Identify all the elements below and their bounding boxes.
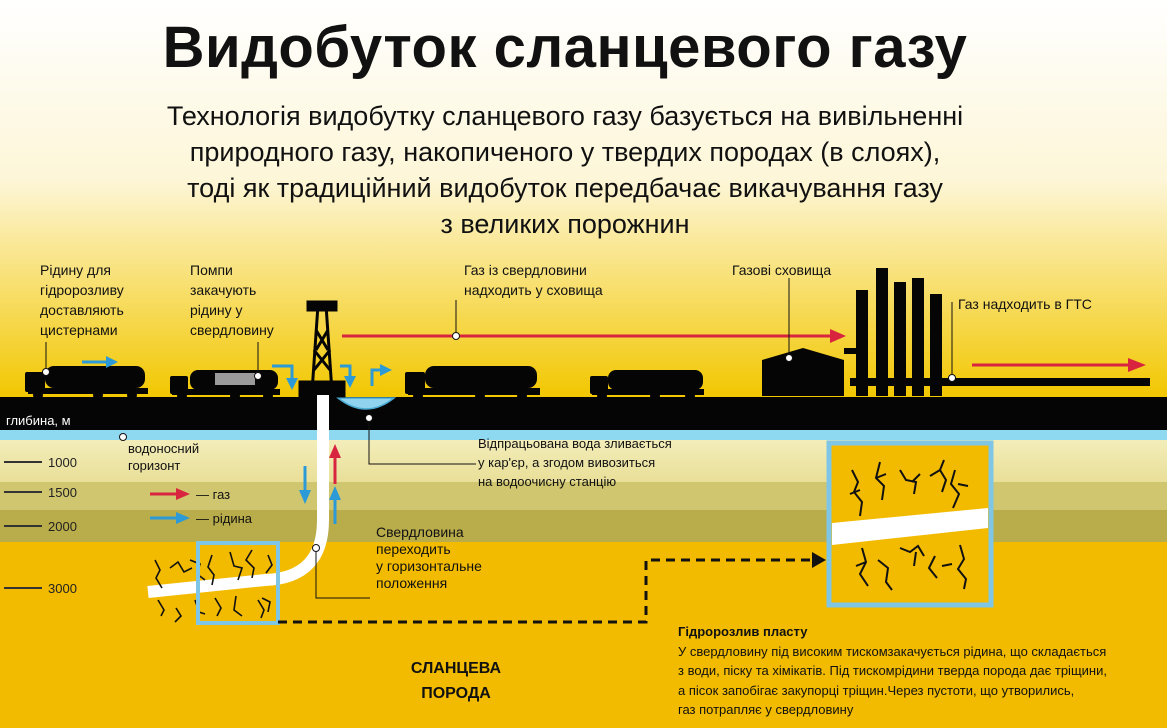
- sky: [0, 0, 1167, 398]
- liquid-flow-arrows: [82, 356, 392, 504]
- depth-ticks: [4, 461, 42, 589]
- fracking-description: Гідророзлив пласту У свердловину під вис…: [678, 622, 1107, 720]
- label-line: Рідину для: [40, 262, 111, 278]
- tanker-truck: [25, 366, 148, 400]
- label-line: цистернами: [40, 322, 118, 338]
- legend-liquid-arrow: [150, 512, 190, 524]
- label-line: доставляють: [40, 302, 124, 318]
- label-line: водоносний: [128, 441, 200, 456]
- subtitle: Технологія видобутку сланцевого газу баз…: [40, 98, 1090, 242]
- label-line: Відпрацьована вода зливається: [478, 436, 672, 451]
- zoom-wellbore: [832, 508, 988, 545]
- label-horizontal: Свердловина переходить у горизонтальне п…: [376, 524, 482, 592]
- label-line: ПОРОДА: [421, 685, 491, 702]
- depth-axis-label: глибина, м: [6, 413, 71, 428]
- gas-flow-arrows: [329, 329, 1146, 484]
- callout-lines: [42, 278, 956, 599]
- label-storage: Газові сховища: [732, 262, 832, 278]
- label-line: переходить: [376, 541, 451, 557]
- legend-gas-label: — газ: [196, 487, 231, 502]
- label-line: Свердловина: [376, 524, 464, 540]
- label-pumps: Помпи закачують рідину у свердловину: [190, 260, 274, 340]
- label-shale-rock: СЛАНЦЕВА ПОРОДА: [386, 656, 526, 706]
- drilling-rig: [298, 300, 346, 398]
- wellbore: [147, 395, 329, 598]
- label-tankers: Рідину для гідророзливу доставляють цист…: [40, 260, 124, 340]
- depth-3000: 3000: [48, 581, 77, 596]
- label-line: Газ із свердловини: [464, 262, 587, 278]
- label-line: свердловину: [190, 322, 274, 338]
- liquid-up-arrowhead: [329, 486, 341, 500]
- subtitle-line: з великих порожнин: [440, 209, 690, 239]
- tanker-truck: [590, 370, 704, 401]
- fracking-line: газ потрапляє у свердловину: [678, 702, 854, 717]
- gas-storage: [762, 268, 1150, 396]
- label-line: Помпи: [190, 262, 233, 278]
- label-line: закачують: [190, 282, 257, 298]
- legend-liquid-label: — рідина: [196, 511, 252, 526]
- label-line: надходить у сховища: [464, 282, 603, 298]
- label-aquifer: водоносний горизонт: [128, 440, 199, 474]
- label-waste-water: Відпрацьована вода зливається у кар'єр, …: [478, 434, 672, 491]
- aquifer-layer: [0, 428, 1167, 440]
- label-line: СЛАНЦЕВА: [410, 660, 502, 677]
- water-pit: [335, 397, 397, 410]
- label-line: горизонт: [128, 458, 181, 473]
- fracking-line: У свердловину під високим тискомзакачуєт…: [678, 643, 1107, 659]
- depth-2000: 2000: [48, 519, 77, 534]
- zoom-connector: [278, 558, 812, 624]
- page-title: Видобуток сланцевого газу: [162, 15, 968, 80]
- connector-arrowhead: [812, 552, 826, 568]
- fracking-line: а пісок запобігає закупорці тріщин.Через…: [678, 682, 1075, 698]
- label-gts: Газ надходить в ГТС: [958, 296, 1092, 312]
- label-line: рідину у: [190, 302, 243, 318]
- zoom-cracks: [849, 459, 969, 591]
- label-line: положення: [376, 575, 448, 591]
- fracking-heading: Гідророзлив пласту: [678, 624, 808, 639]
- label-line: у кар'єр, а згодом вивозиться: [478, 455, 656, 470]
- label-line: у горизонтальне: [376, 558, 482, 574]
- tanker-truck: [405, 366, 540, 401]
- label-gas-from-well: Газ із свердловини надходить у сховища: [464, 260, 603, 300]
- subtitle-line: тоді як традиційний видобуток передбачає…: [187, 173, 943, 203]
- depth-1500: 1500: [48, 485, 77, 500]
- zoom-frame-small: [196, 541, 280, 625]
- subtitle-line: природного газу, накопиченого у твердих …: [189, 137, 941, 167]
- label-line: на водоочисну станцію: [478, 474, 617, 489]
- fracking-line: з води, піску та хімікатів. Під тискомрі…: [678, 663, 1107, 678]
- depth-1000: 1000: [48, 455, 77, 470]
- subtitle-line: Технологія видобутку сланцевого газу баз…: [166, 101, 964, 131]
- label-line: гідророзливу: [40, 282, 124, 298]
- legend-gas-arrow: [150, 488, 190, 500]
- ground-strip: [0, 397, 1167, 430]
